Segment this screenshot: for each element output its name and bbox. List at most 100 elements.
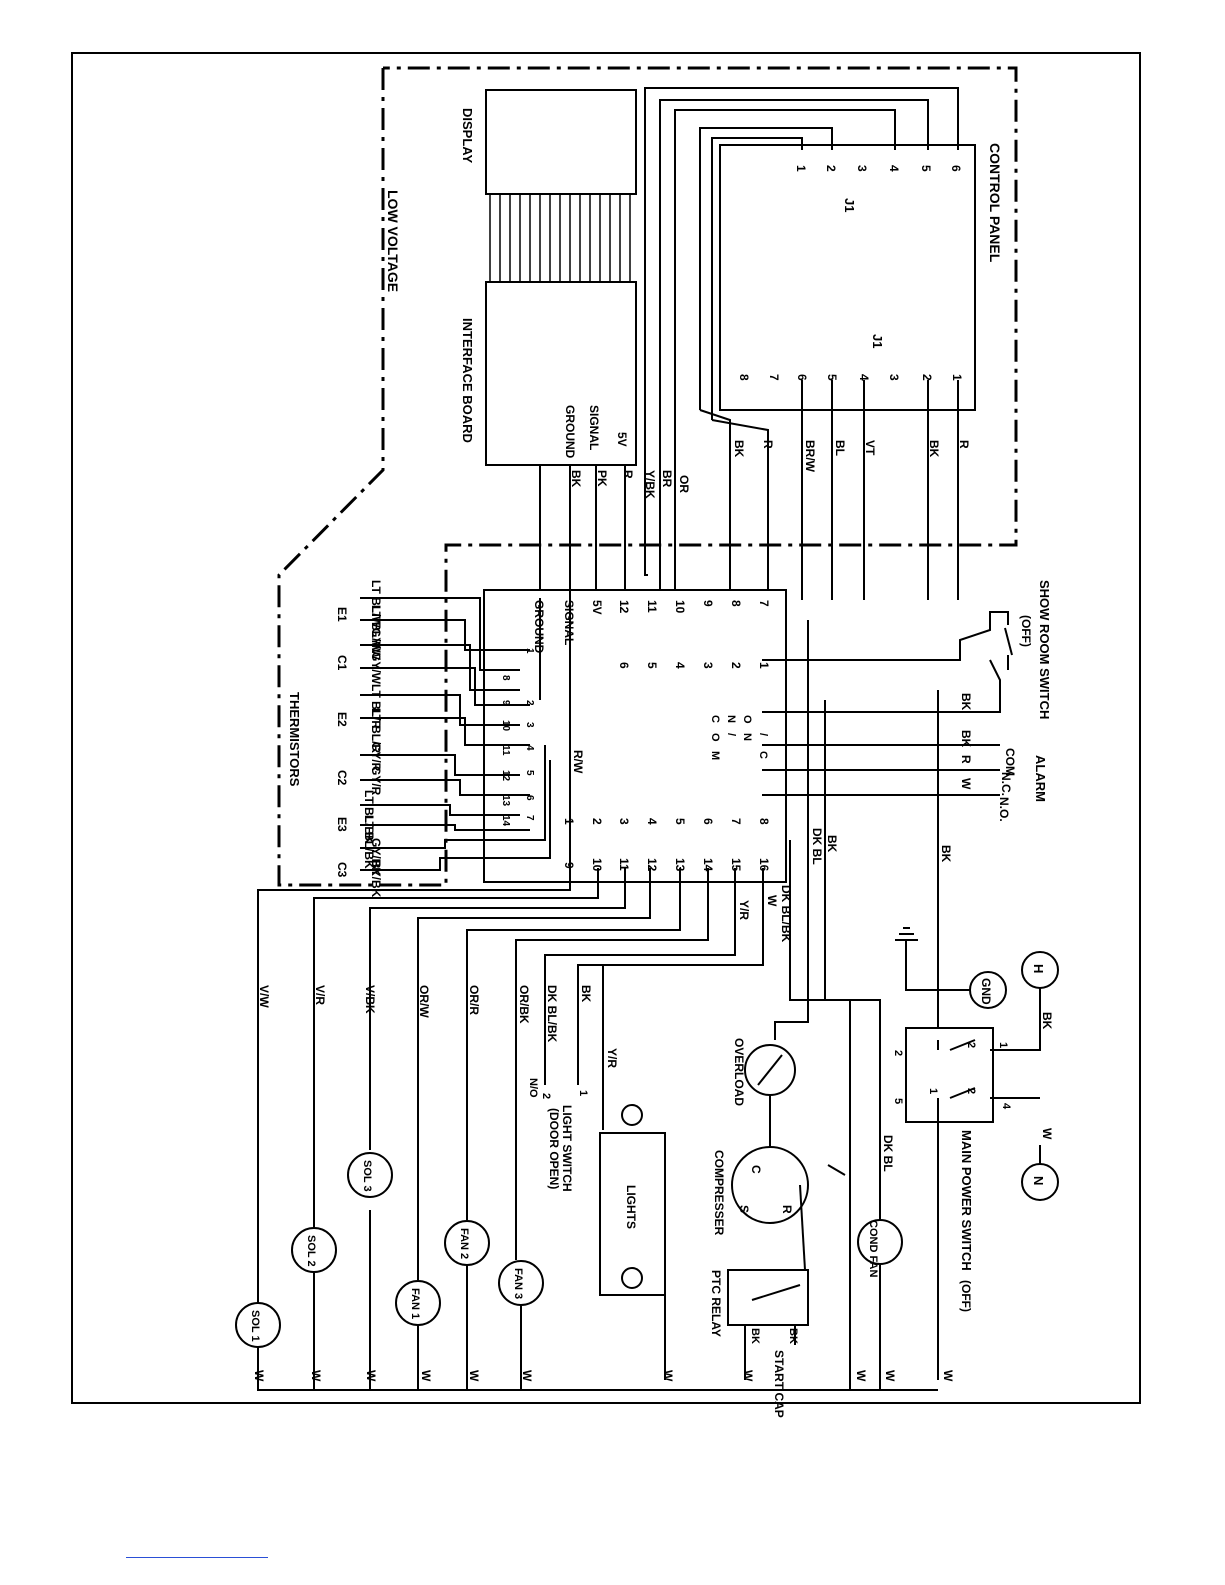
tb-b-4: 4 [673, 662, 687, 669]
sol2-symbol [291, 1227, 337, 1273]
return-w-8: W [741, 1370, 755, 1382]
tb-alarm-n1: N [725, 715, 737, 723]
tb-th-8: 8 [500, 675, 511, 681]
fan2-label: FAN 2 [458, 1228, 470, 1259]
th-c3-wire-a: GY/BK [369, 838, 383, 876]
lower-wire-orr: OR/R [467, 985, 481, 1015]
tb-c-6: 6 [701, 818, 715, 825]
return-drops [313, 1210, 881, 1390]
tb-alarm-n2: N [741, 733, 753, 741]
j1b-pin-6: 6 [795, 374, 809, 381]
gnd-terminal [969, 971, 1007, 1009]
tb-d-16: 16 [757, 858, 771, 872]
sol1-symbol [235, 1302, 281, 1348]
tb-alarm-c2: C [757, 751, 769, 759]
if-pin-ground: GROUND [563, 405, 577, 459]
main-pin-2a: 2 [965, 1042, 977, 1048]
wire-y-bk: Y/BK [643, 470, 657, 499]
mid-wire-bk-2: BK [939, 845, 953, 863]
tb-alarm-o: O [709, 733, 721, 742]
tb-d-14: 14 [701, 858, 715, 872]
tb-th-4: 4 [524, 745, 535, 751]
wire-bk-1: BK [732, 440, 746, 458]
control-panel-labels: J1 J1 1 2 3 4 5 6 8 7 6 5 4 3 2 1 [737, 165, 964, 381]
footer-link-underline [126, 1557, 268, 1558]
if-pin-5v: 5V [615, 432, 629, 447]
lower-wire-orw: OR/W [417, 985, 431, 1018]
cap-wire-bk-2: BK [749, 1328, 761, 1344]
control-panel-box [719, 144, 976, 411]
tb-d-10: 10 [590, 858, 604, 872]
thermistors-label: THERMISTORS [287, 692, 302, 787]
n-terminal [1021, 1163, 1059, 1201]
tb-c-2: 2 [590, 818, 604, 825]
fan3-symbol [498, 1260, 544, 1306]
th-e2-label: E2 [335, 712, 349, 727]
control-panel-wires [644, 87, 959, 600]
sol3-symbol [347, 1152, 393, 1198]
tb-b-3: 3 [701, 662, 715, 669]
thermistor-labels: LT BL/W LT BL/W E1 GY/W GY/W C1 LT BL/R … [335, 580, 383, 898]
interface-board-label: INTERFACE BOARD [460, 318, 475, 443]
ribbon-cable [489, 194, 631, 282]
switch-wiring [762, 611, 1013, 796]
lower-wire-dkbl: DK BL [881, 1135, 895, 1172]
wire-bl: BL [833, 440, 847, 456]
tb-th-10: 10 [500, 720, 511, 732]
main-pin-2c: 2 [965, 1088, 977, 1094]
h-terminal [1021, 951, 1059, 989]
compressor-r: R [780, 1205, 794, 1214]
wire-or: OR [677, 475, 691, 493]
alarm-no: N.O. [997, 797, 1011, 822]
lower-wire-dkblbk-2: DK BL/BK [545, 985, 559, 1043]
mid-wire-rw: R/W [571, 750, 585, 774]
tb-a-10: 10 [673, 600, 687, 614]
tb-a-7: 7 [757, 600, 771, 607]
interface-labels: 5V SIGNAL GROUND R PK BK [563, 405, 635, 488]
sol2-label: SOL 2 [305, 1235, 317, 1267]
light-switch-state: (DOOR OPEN) [547, 1108, 561, 1189]
mid-wire-dkbl: DK BL [810, 828, 824, 865]
tb-a-11: 11 [645, 600, 659, 613]
th-c1-wire-a: GY/W [369, 628, 383, 661]
main-power-switch-box [905, 1027, 994, 1123]
lower-wire-vbk: V/BK [363, 985, 377, 1014]
cond-fan-label: COND FAN [867, 1220, 879, 1278]
tb-c-1: 1 [562, 818, 576, 825]
if-wire-r: R [621, 470, 635, 479]
tb-a-9: 9 [701, 600, 715, 607]
main-power-switch-state: (OFF) [959, 1280, 973, 1312]
ptc-relay-box [727, 1269, 809, 1326]
tb-a-12: 12 [617, 600, 631, 614]
terminal-block-labels: GROUND SIGNAL 5V 12 11 10 9 8 7 6 5 4 3 … [500, 600, 771, 872]
tb-b-5: 5 [645, 662, 659, 669]
fan1-label: FAN 1 [409, 1288, 421, 1319]
overload-label: OVERLOAD [732, 1038, 746, 1106]
start-cap-label: START CAP [772, 1350, 786, 1418]
th-e3-label: E3 [335, 817, 349, 832]
j1b-pin-8: 8 [737, 374, 751, 381]
j1a-pin-1: 1 [794, 165, 808, 172]
low-voltage-boundary [277, 66, 1018, 887]
j1b-pin-2: 2 [920, 374, 934, 381]
tb-d-9: 9 [562, 862, 576, 869]
component-labels: H N GND OVERLOAD COMPRESSER C S R PTC RE… [249, 964, 1046, 1418]
fan3-label: FAN 3 [512, 1268, 524, 1299]
sol1-label: SOL 1 [249, 1310, 261, 1342]
compressor-s: S [737, 1205, 751, 1213]
th-e1-wire-b: LT BL/W [369, 605, 383, 653]
connector-a-label: J1 [842, 198, 857, 212]
j1b-pin-4: 4 [857, 374, 871, 381]
alarm-wire-w: W [959, 778, 973, 790]
lower-wire-yr: Y/R [737, 900, 751, 920]
fan2-symbol [444, 1220, 490, 1266]
main-pin-1a: 1 [997, 1042, 1009, 1048]
lower-wire-dkblbk: DK BL/BK [779, 885, 793, 943]
tb-b-6: 6 [617, 662, 631, 669]
thermistor-wiring [360, 590, 571, 871]
th-e1-label: E1 [335, 607, 349, 622]
return-w-11: W [941, 1370, 955, 1382]
j1a-pin-3: 3 [855, 165, 869, 172]
tb-c-3: 3 [617, 818, 631, 825]
tb-alarm-c: C [709, 715, 721, 723]
